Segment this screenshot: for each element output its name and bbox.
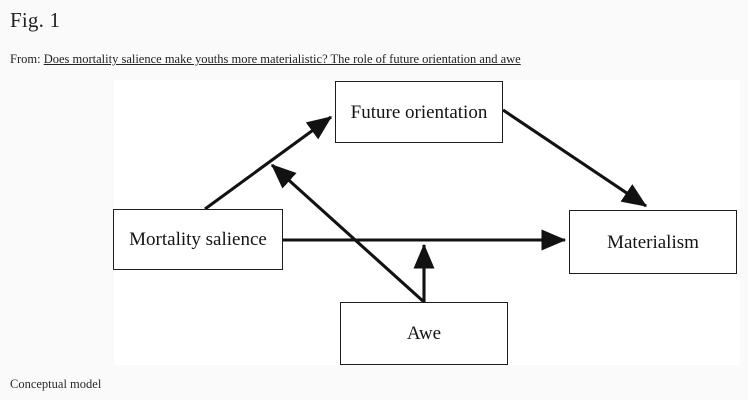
edge-future-to-materialism: [502, 108, 648, 208]
source-line: From: Does mortality salience make youth…: [10, 52, 521, 67]
source-article-link[interactable]: Does mortality salience make youths more…: [43, 52, 521, 66]
node-awe[interactable]: Awe: [340, 302, 508, 365]
node-mortality-salience[interactable]: Mortality salience: [113, 209, 283, 270]
node-future-orientation-label: Future orientation: [350, 101, 488, 123]
edge-awe-to-future: [270, 163, 426, 304]
figure-caption: Conceptual model: [10, 377, 102, 391]
node-materialism[interactable]: Materialism: [569, 210, 737, 274]
node-mortality-salience-label: Mortality salience: [129, 229, 267, 250]
figure-label: Fig. 1: [10, 8, 61, 32]
source-prefix: From:: [10, 52, 41, 66]
edge-mortality-to-future: [204, 115, 333, 211]
node-future-orientation[interactable]: Future orientation: [335, 81, 503, 143]
node-materialism-label: Materialism: [607, 231, 699, 253]
node-awe-label: Awe: [406, 323, 442, 344]
